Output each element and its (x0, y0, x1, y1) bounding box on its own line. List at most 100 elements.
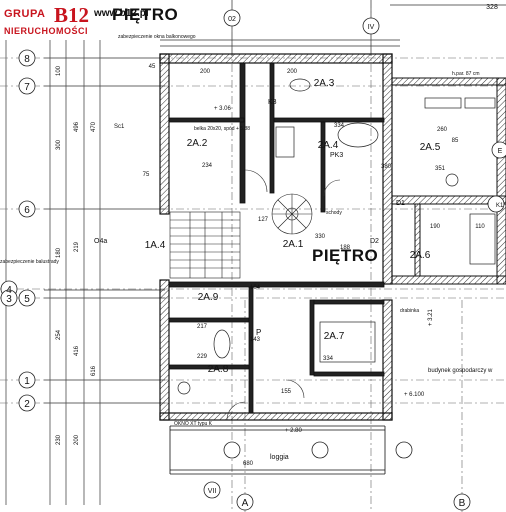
svg-text:O4a: O4a (94, 238, 107, 245)
svg-text:schody: schody (326, 210, 342, 216)
svg-text:104: 104 (250, 285, 261, 291)
svg-text:188: 188 (340, 245, 351, 251)
axis-iv: IV (368, 24, 375, 31)
room-2a7: 2A.7 (324, 331, 345, 342)
svg-text:230: 230 (56, 434, 62, 445)
svg-text:D1: D1 (396, 200, 405, 207)
axis-vii: VII (208, 488, 217, 495)
room-2a2: 2A.2 (187, 138, 208, 149)
room-2a1: 2A.1 (283, 239, 304, 250)
svg-text:219: 219 (74, 241, 80, 252)
axis-a: A (242, 498, 249, 509)
door-swings (226, 169, 341, 421)
axis-8: 8 (24, 54, 30, 65)
svg-text:h.par. 87 cm: h.par. 87 cm (452, 71, 480, 77)
axis-2: 2 (24, 399, 30, 410)
svg-text:234: 234 (202, 163, 213, 169)
svg-text:334: 334 (323, 356, 334, 362)
axis-3: 3 (6, 294, 12, 305)
svg-text:110: 110 (475, 224, 485, 230)
svg-text:254: 254 (56, 329, 62, 340)
svg-text:496: 496 (74, 121, 80, 132)
svg-text:155: 155 (281, 389, 292, 395)
svg-text:zabezpieczenie okna balkonoweg: zabezpieczenie okna balkonowego (118, 34, 196, 40)
interior-walls (168, 62, 385, 414)
windows (169, 425, 386, 475)
svg-text:D2: D2 (370, 238, 379, 245)
axis-02: 02 (228, 16, 236, 23)
svg-text:P: P (256, 328, 261, 337)
svg-text:380: 380 (381, 164, 392, 170)
room-2a9: 2A.9 (198, 292, 219, 303)
axis-1: 1 (24, 376, 30, 387)
axis-bubbles-left (0, 49, 36, 412)
svg-text:190: 190 (430, 224, 441, 230)
brand-sub: NIERUCHOMOŚCI (4, 26, 89, 36)
svg-text:85: 85 (452, 138, 459, 144)
floor-title-mid: PIĘTRO (312, 246, 379, 265)
dimension-lines-left (5, 40, 165, 505)
svg-text:470: 470 (91, 121, 97, 132)
svg-text:127: 127 (258, 217, 269, 223)
axis-5: 5 (24, 294, 30, 305)
vertical-dims: 100 496 470 300 180 219 254 416 616 230 … (56, 65, 97, 445)
svg-text:100: 100 (56, 65, 62, 76)
svg-text:143: 143 (250, 337, 261, 343)
annotations: + 3.06 + 3.21 + 2.80 + 6.100 belka 20x20… (0, 34, 504, 461)
svg-text:328: 328 (486, 4, 498, 11)
svg-text:351: 351 (435, 166, 446, 172)
svg-text:belka 20x20, spód + 5.88: belka 20x20, spód + 5.88 (194, 126, 250, 132)
svg-text:K3: K3 (268, 99, 277, 106)
exterior-walls (159, 53, 393, 421)
svg-text:Sc1: Sc1 (114, 124, 125, 130)
axis-labels: 8 7 6 4 5 3 1 2 02 IV VII A B E (6, 16, 502, 509)
svg-text:budynek gospodarczy w: budynek gospodarczy w (428, 368, 493, 374)
room-2a6: 2A.6 (410, 250, 431, 261)
room-2a5: 2A.5 (420, 142, 441, 153)
svg-text:loggia: loggia (270, 454, 289, 461)
svg-text:+ 3.06: + 3.06 (214, 106, 232, 112)
axis-bubbles-top-bottom (203, 9, 506, 511)
svg-text:330: 330 (315, 234, 326, 240)
axis-b: B (459, 498, 466, 509)
svg-text:260: 260 (437, 127, 448, 133)
svg-text:K1: K1 (496, 203, 504, 209)
brand-b12: B12 (54, 3, 90, 27)
room-2a3: 2A.3 (314, 78, 335, 89)
svg-text:334: 334 (334, 123, 345, 129)
svg-text:OKNO XT typu K: OKNO XT typu K (174, 421, 213, 427)
brand-url: www.b12.pl (94, 8, 149, 19)
svg-text:zabezpieczenie balustrady: zabezpieczenie balustrady (0, 259, 59, 265)
axis-4: 4 (6, 285, 12, 296)
room-2a4: 2A.4 (318, 140, 339, 151)
svg-text:drabinka: drabinka (400, 308, 419, 314)
axis-6: 6 (24, 205, 30, 216)
svg-text:217: 217 (197, 324, 208, 330)
staircase (169, 193, 313, 279)
floor-title-top: PIĘTRO (112, 5, 179, 24)
fixtures (177, 78, 496, 395)
annex-walls (391, 77, 506, 285)
svg-text:300: 300 (56, 139, 62, 150)
dimension-texts: 200 200 45 334 260 351 234 217 229 334 1… (143, 4, 498, 467)
svg-text:416: 416 (74, 345, 80, 356)
svg-text:+ 2.80: + 2.80 (285, 428, 303, 434)
svg-text:180: 180 (56, 247, 62, 258)
brand-group: GRUPA (4, 8, 46, 20)
room-1a4: 1A.4 (145, 240, 166, 251)
svg-text:75: 75 (143, 172, 150, 178)
svg-text:680: 680 (243, 461, 254, 467)
room-2a8: 2A.8 (208, 364, 229, 375)
svg-text:229: 229 (197, 354, 208, 360)
svg-text:200: 200 (287, 69, 298, 75)
svg-text:PK3: PK3 (330, 152, 343, 159)
svg-text:200: 200 (200, 69, 211, 75)
svg-text:+ 3.21: + 3.21 (428, 308, 434, 326)
svg-text:616: 616 (91, 365, 97, 376)
axis-7: 7 (24, 82, 30, 93)
axis-e: E (498, 148, 503, 155)
svg-text:200: 200 (74, 434, 80, 445)
svg-text:45: 45 (149, 64, 156, 70)
brand-logo: GRUPA B12 NIERUCHOMOŚCI (2, 3, 114, 40)
